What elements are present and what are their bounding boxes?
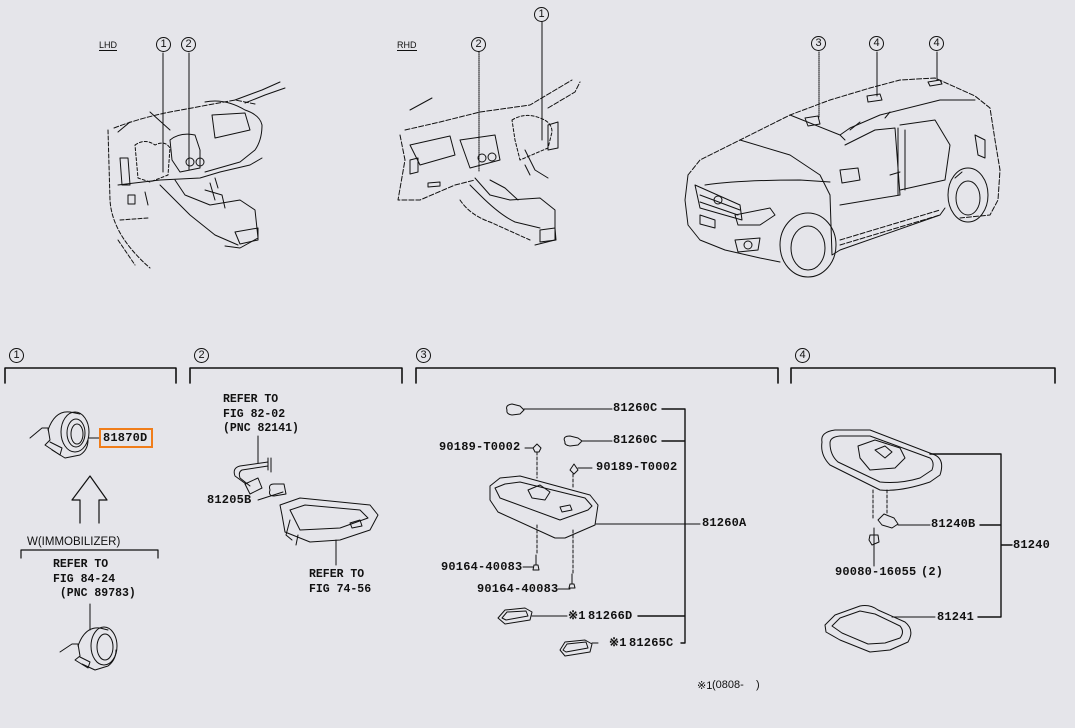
key-amplifier-illustration [29,411,90,459]
part-81266D[interactable]: 81266D [588,609,633,623]
part-90189-T0002-2[interactable]: 90189-T0002 [596,460,678,474]
section-1-number: 1 [9,348,24,363]
rhd-callout-2[interactable]: 2 [471,37,486,52]
section-2-bracket [189,367,403,384]
footnote-mark-81265C: ※1 [609,636,627,650]
refer-note-fig-74-56[interactable]: REFER TO FIG 74-56 [309,568,372,596]
lhd-label: LHD [99,40,118,51]
lhd-callout-2[interactable]: 2 [181,37,196,52]
footnote-mark: ※1 [697,680,713,692]
vehicle-illustration [684,77,1001,278]
part-81241[interactable]: 81241 [937,610,975,624]
immobilizer-variant-label: W(IMMOBILIZER) [27,536,121,548]
footnote-date-range: (0808- ) [712,679,760,691]
refer-note-fig-82-02[interactable]: REFER TO FIG 82-02 (PNC 82141) [223,393,299,435]
part-90189-T0002-1[interactable]: 90189-T0002 [439,440,521,454]
assembly-bracket-81240 [929,453,1013,618]
vehicle-callout-4b[interactable]: 4 [929,36,944,51]
part-81260C-1[interactable]: 81260C [613,401,658,415]
immobilizer-bracket [20,549,159,559]
selected-part-highlight [99,428,153,448]
part-81265C[interactable]: 81265C [629,636,674,650]
leader-81205B [257,491,284,501]
part-90164-40083-1[interactable]: 90164-40083 [441,560,523,574]
refer-note-fig-84-24[interactable]: REFER TO FIG 84-24 (PNC 89783) [53,558,136,600]
map-lamp-illustration [821,429,943,653]
section-3-bracket [415,367,779,384]
assembly-bracket-81260A [637,408,686,644]
section-4-bracket [790,367,1056,384]
part-81205B[interactable]: 81205B [207,493,252,507]
part-81240B[interactable]: 81240B [931,517,976,531]
part-81260C-2[interactable]: 81260C [613,433,658,447]
lhd-callout-1[interactable]: 1 [156,37,171,52]
part-81870D[interactable]: 81870D [103,431,148,445]
vehicle-callout-3[interactable]: 3 [811,36,826,51]
part-90080-16055-qty: (2) [921,565,944,579]
part-81240[interactable]: 81240 [1013,538,1051,552]
section-1-bracket [4,367,177,384]
rhd-dashboard-illustration [397,79,581,246]
part-90080-16055[interactable]: 90080-16055 [835,565,917,579]
lhd-dashboard-illustration [107,81,286,269]
up-arrow-icon [71,475,108,524]
rhd-callout-1[interactable]: 1 [534,7,549,22]
section-4-number: 4 [795,348,810,363]
vehicle-callout-4a[interactable]: 4 [869,36,884,51]
section-3-number: 3 [416,348,431,363]
rhd-label: RHD [397,40,417,51]
key-amplifier-immobilizer-illustration [59,626,118,671]
part-81260A[interactable]: 81260A [702,516,747,530]
section-2-number: 2 [194,348,209,363]
room-lamp-illustration [489,403,599,657]
part-90164-40083-2[interactable]: 90164-40083 [477,582,559,596]
footnote-mark-81266D: ※1 [568,609,586,623]
console-lamp-socket-illustration [233,457,379,546]
